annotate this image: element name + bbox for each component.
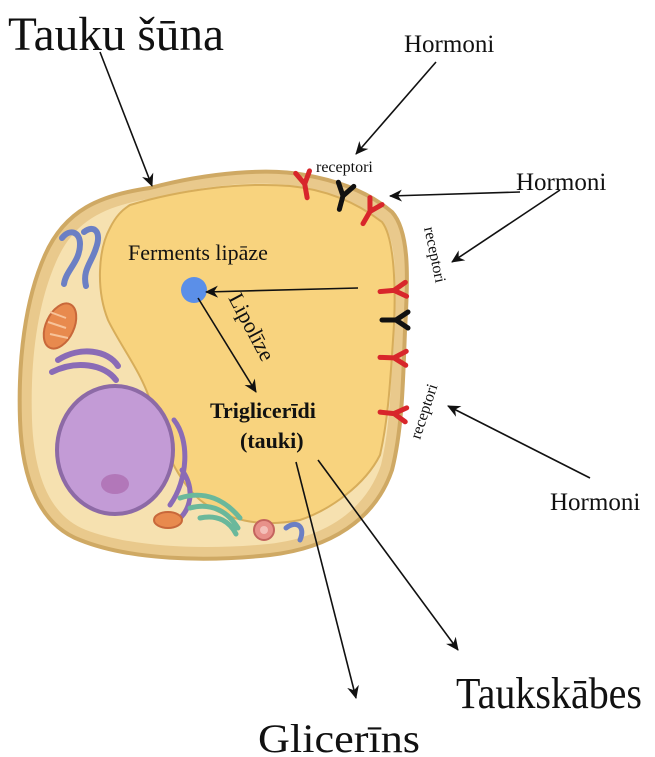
triglycerides-label: Triglicerīdi	[210, 398, 316, 423]
glycerol-label: Glicerīns	[258, 716, 420, 757]
cell-title: Tauku šūna	[8, 8, 224, 61]
hormone-top-label: Hormoni	[404, 31, 494, 58]
nucleolus	[101, 474, 129, 494]
fatty-acids-label: Taukskābes	[456, 669, 642, 718]
hormone-bottom-label: Hormoni	[550, 489, 640, 516]
arrow-to-fatty-acids	[317, 459, 459, 651]
endoplasmic-reticulum	[59, 225, 102, 289]
nucleus	[55, 384, 175, 516]
arrow-hormone-right-2	[451, 189, 561, 263]
lipase-enzyme	[181, 277, 207, 303]
receptor-lower-label: receptori	[408, 381, 442, 441]
arrow-title-to-membrane	[99, 51, 154, 187]
receptor-5	[379, 309, 411, 331]
mitochondrion-bottom	[153, 511, 183, 529]
small-er	[283, 522, 305, 543]
receptor-top-label: receptori	[316, 159, 373, 176]
hormone-right-label: Hormoni	[516, 169, 606, 196]
receptor-right-label: receptori	[420, 225, 449, 285]
arrow-hormone-bottom	[447, 405, 591, 479]
arrow-lipolysis	[197, 297, 257, 393]
receptor-4	[377, 279, 410, 299]
arrow-to-glycerol	[295, 461, 359, 699]
lysosome-core	[260, 526, 268, 534]
arrow-receptor-to-enzyme	[205, 285, 359, 298]
golgi-apparatus	[177, 492, 243, 537]
receptor-2	[335, 179, 357, 212]
receptor-3	[360, 195, 385, 227]
mitochondrion-cristae	[47, 311, 69, 339]
arrow-hormone-top	[355, 61, 437, 155]
arrow-hormone-right	[389, 189, 521, 202]
golgi-left	[49, 348, 121, 383]
receptor-6	[377, 348, 409, 368]
receptor-7	[377, 405, 410, 425]
enzyme-label: Ferments lipāze	[128, 240, 268, 265]
triglycerides-sublabel: (tauki)	[240, 428, 304, 453]
receptor-1	[293, 168, 313, 201]
